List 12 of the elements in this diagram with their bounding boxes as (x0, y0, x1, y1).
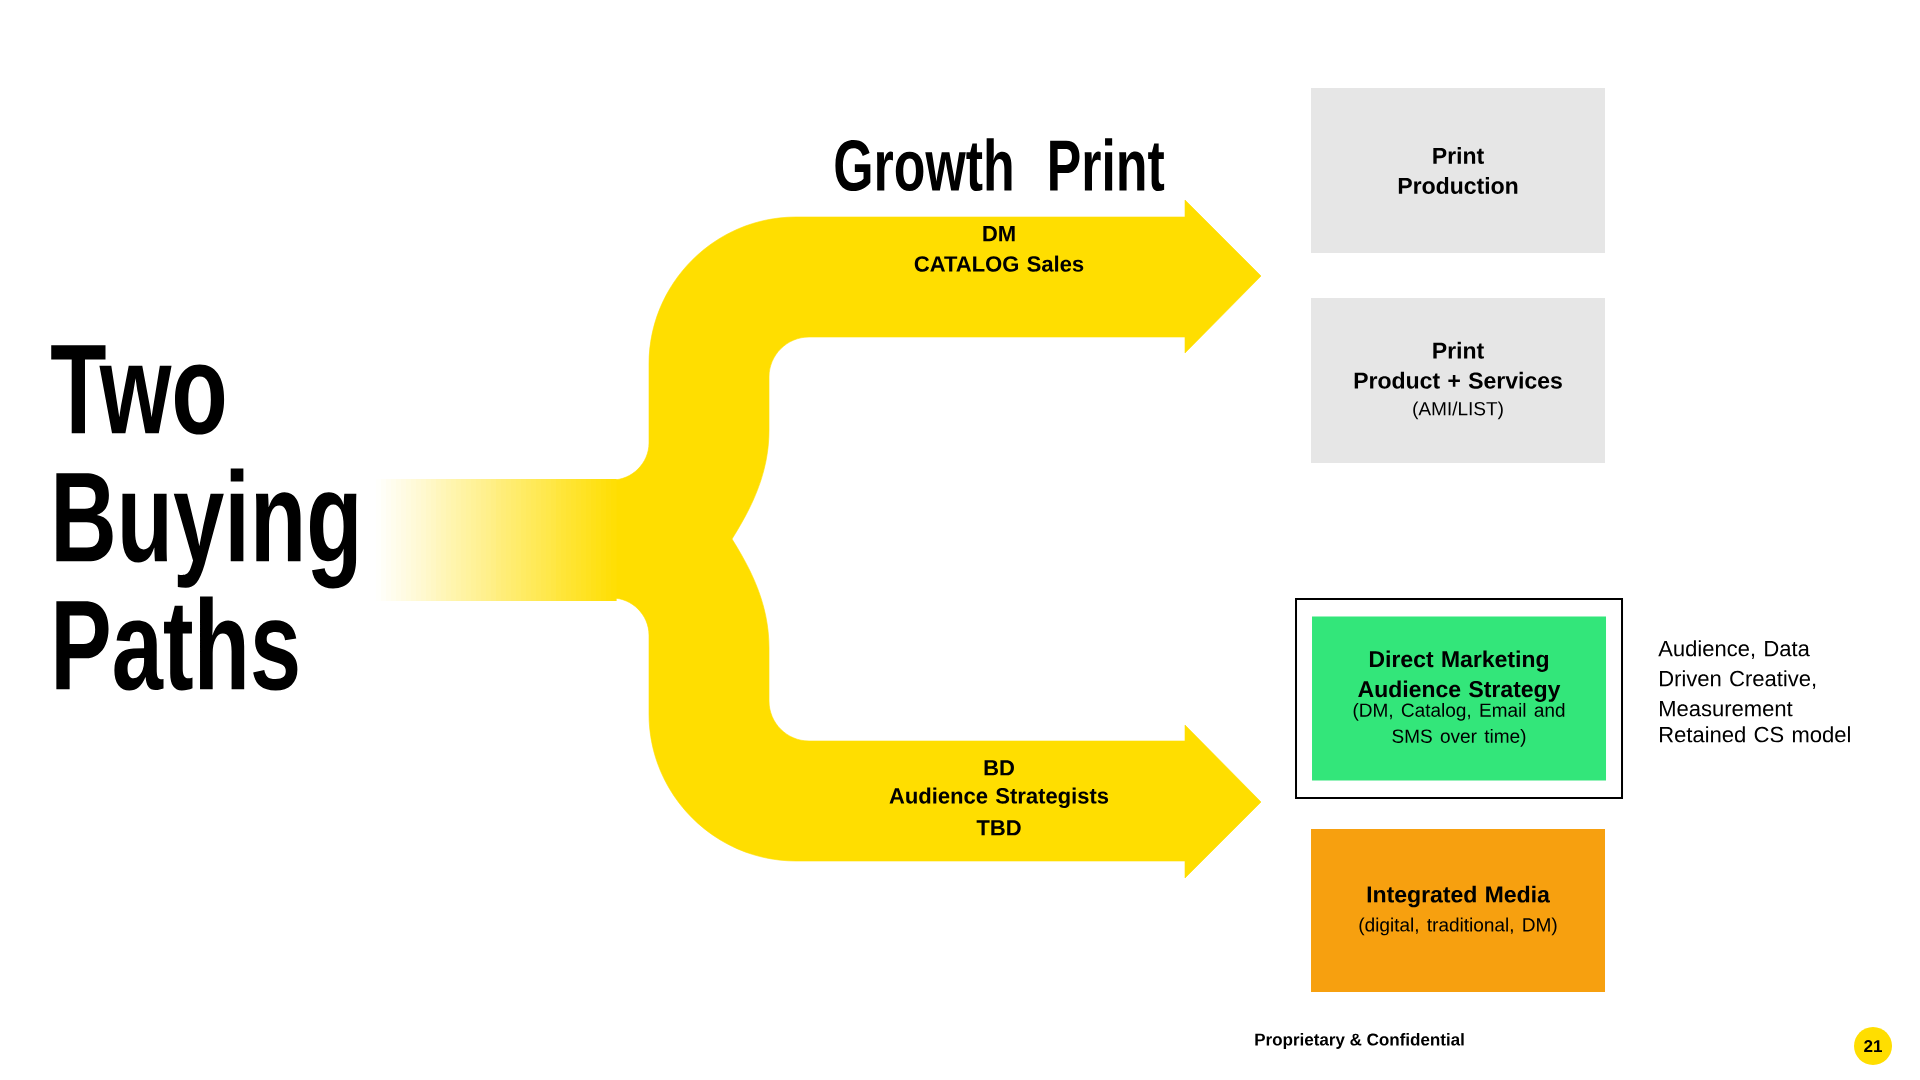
arrow-text: BD Audience Strategists TBD (889, 760, 1109, 836)
title: Two Buying Paths (51, 345, 357, 691)
side-note: Retained CS model (1660, 726, 1850, 743)
arrow-text: Growth Print DM CATALOG Sales (835, 138, 1165, 272)
side-note: Audience, Data Driven Creative, Measurement (1658, 640, 1816, 717)
page-number: 21 (1854, 1027, 1892, 1065)
service-box: Print Production (1311, 88, 1605, 253)
service-box: Direct Marketing Audience Strategy (DM, Catalog, Email and SMS over time) (1312, 616, 1606, 781)
service-box: Print Product + Services (AMI/LIST) (1311, 298, 1605, 463)
footer-text: Proprietary & Confidential (1255, 1033, 1464, 1049)
service-box: Integrated Media (digital, traditional, DM) (1311, 829, 1605, 992)
outline-box (1295, 598, 1623, 799)
